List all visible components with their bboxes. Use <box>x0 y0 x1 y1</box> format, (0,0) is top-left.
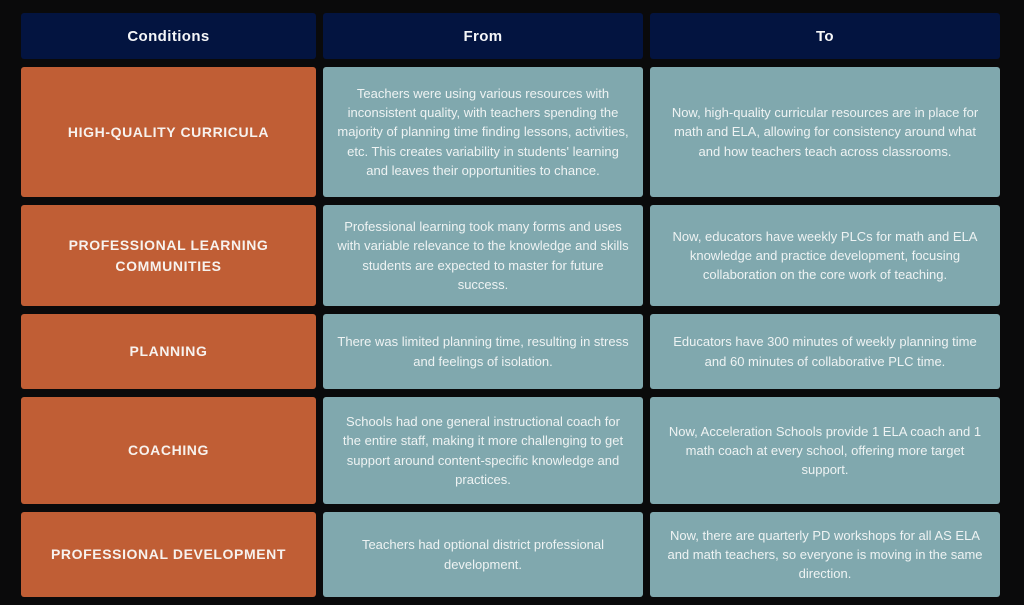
to-text: Now, high-quality curricular resources a… <box>671 105 979 159</box>
to-text: Educators have 300 minutes of weekly pla… <box>673 334 977 369</box>
column-header-to: To <box>650 13 1000 59</box>
to-text: Now, educators have weekly PLCs for math… <box>672 228 978 283</box>
conditions-comparison-table: Conditions From To HIGH-QUALITY CURRICUL… <box>21 13 1000 597</box>
from-text: Teachers were using various resources wi… <box>337 85 629 178</box>
condition-label: PLANNING <box>129 343 208 359</box>
column-header-label: Conditions <box>127 27 210 45</box>
column-header-conditions: Conditions <box>21 13 316 59</box>
condition-label: COACHING <box>127 442 210 458</box>
from-cell: Schools had one general instructional co… <box>323 397 643 504</box>
to-cell: Educators have 300 minutes of weekly pla… <box>650 314 1000 389</box>
to-cell: Now, there are quarterly PD workshops fo… <box>650 512 1000 597</box>
from-cell: Teachers had optional district professio… <box>323 512 643 597</box>
to-cell: Now, educators have weekly PLCs for math… <box>650 205 1000 306</box>
condition-label: HIGH-QUALITY CURRICULA <box>67 123 270 140</box>
condition-cell-high-quality-curricula: HIGH-QUALITY CURRICULA <box>21 67 316 197</box>
column-header-from: From <box>323 13 643 59</box>
from-cell: Teachers were using various resources wi… <box>323 67 643 197</box>
condition-label: PROFESSIONAL LEARNING COMMUNITIES <box>68 236 269 274</box>
from-cell: There was limited planning time, resulti… <box>323 314 643 389</box>
from-text: Professional learning took many forms an… <box>337 219 629 292</box>
from-text: There was limited planning time, resulti… <box>337 334 629 369</box>
to-cell: Now, Acceleration Schools provide 1 ELA … <box>650 397 1000 504</box>
to-cell: Now, high-quality curricular resources a… <box>650 67 1000 197</box>
condition-cell-planning: PLANNING <box>21 314 316 389</box>
column-header-label: From <box>463 27 503 45</box>
to-text: Now, Acceleration Schools provide 1 ELA … <box>668 423 982 478</box>
condition-cell-coaching: COACHING <box>21 397 316 504</box>
to-text: Now, there are quarterly PD workshops fo… <box>667 527 983 582</box>
from-text: Teachers had optional district professio… <box>361 537 605 572</box>
condition-cell-professional-learning-communities: PROFESSIONAL LEARNING COMMUNITIES <box>21 205 316 306</box>
from-cell: Professional learning took many forms an… <box>323 205 643 306</box>
column-header-label: To <box>815 27 834 45</box>
from-text: Schools had one general instructional co… <box>342 414 624 487</box>
condition-label: PROFESSIONAL DEVELOPMENT <box>50 546 287 562</box>
condition-cell-professional-development: PROFESSIONAL DEVELOPMENT <box>21 512 316 597</box>
